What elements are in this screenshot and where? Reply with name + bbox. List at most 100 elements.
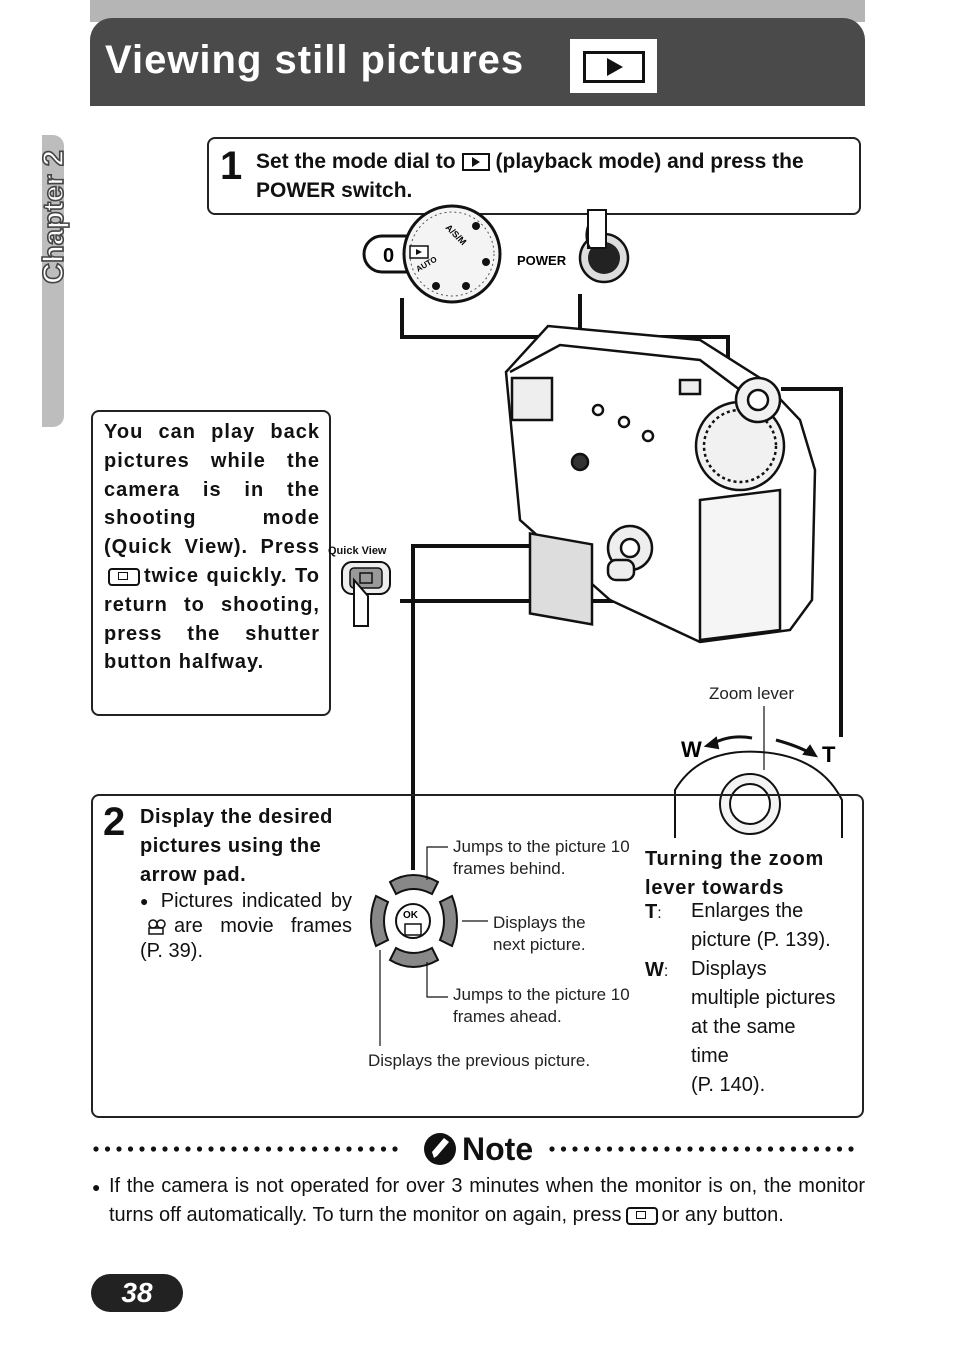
monitor-button-icon <box>625 1206 658 1225</box>
note-dot <box>116 1146 122 1152</box>
arrow-down-label: Jumps to the picture 10 frames ahead. <box>453 985 630 1026</box>
mode-dial-icon: 0 A/S/M AUTO <box>362 204 502 304</box>
note-dot <box>334 1146 341 1152</box>
note-dot <box>323 1146 329 1152</box>
note-text: If the camera is not operated for over 3… <box>109 1172 865 1230</box>
note-dot <box>369 1146 375 1152</box>
zoom-t-letter: T <box>822 742 836 767</box>
arrow-up-label: Jumps to the picture 10 frames behind. <box>453 837 630 878</box>
quick-view-text-a: You can play back pictures while the cam… <box>104 421 320 559</box>
quick-view-press: Press <box>260 536 320 559</box>
note-dot <box>311 1146 318 1152</box>
quick-view-text-b: twice quickly. To return to shooting, pr… <box>104 564 320 674</box>
playback-icon <box>570 39 657 93</box>
note-dot <box>196 1146 203 1152</box>
note-dot <box>150 1146 157 1152</box>
arrow-pad-icon <box>370 874 458 968</box>
note-text-a: If the camera is not operated for over 3… <box>109 1175 865 1226</box>
note-dot <box>618 1146 624 1152</box>
step1-number: 1 <box>220 144 243 188</box>
note-dot <box>380 1146 387 1152</box>
note-dot <box>139 1146 145 1152</box>
note-dot <box>277 1146 283 1152</box>
zoom-w-desc: Displays multiple pictures at the same t… <box>691 955 861 1100</box>
note-dot <box>300 1146 306 1152</box>
step1-instruction: Set the mode dial to(playback mode) and … <box>256 147 856 205</box>
note-dot <box>606 1146 613 1152</box>
note-dot <box>802 1146 808 1152</box>
note-dot <box>265 1146 272 1152</box>
note-dot <box>104 1146 111 1152</box>
pointer-lines <box>379 846 488 1046</box>
note-dot <box>756 1146 762 1152</box>
svg-text:0: 0 <box>383 245 394 267</box>
note-bullet-dot: ● <box>92 1179 101 1195</box>
zoom-w-letter: W <box>681 737 702 762</box>
note-dot <box>572 1146 578 1152</box>
note-dots-left <box>93 1146 398 1152</box>
chapter-tab <box>42 135 64 427</box>
step2-number: 2 <box>103 800 126 844</box>
zoom-t-key-text: T <box>645 901 658 923</box>
note-bullet: ● <box>92 1172 100 1202</box>
note-dot <box>583 1146 590 1152</box>
note-dot <box>721 1146 728 1152</box>
note-dot <box>848 1146 854 1152</box>
note-dot <box>127 1146 134 1152</box>
note-dot <box>813 1146 820 1152</box>
note-dot <box>710 1146 716 1152</box>
zoom-w-desc-line: at the same <box>691 1016 796 1038</box>
header-top-strip <box>90 0 865 22</box>
quick-view-text: You can play back pictures while the cam… <box>104 418 320 677</box>
zoom-w-desc-line: multiple pictures <box>691 987 836 1009</box>
step2-bullet-a: Pictures indicated by <box>160 890 352 912</box>
note-dot <box>733 1146 739 1152</box>
arrow-right-label: Displays the next picture. <box>493 913 586 954</box>
note-dot <box>641 1146 647 1152</box>
playback-mode-icon <box>461 153 490 172</box>
note-dot <box>208 1146 214 1152</box>
zoom-w-desc-line: Displays <box>691 958 767 980</box>
note-dot <box>779 1146 785 1152</box>
monitor-button-icon <box>108 567 140 586</box>
bullet-dot: ● <box>140 893 152 910</box>
zoom-w-desc-line: time <box>691 1045 729 1067</box>
zoom-t-key: T: <box>645 901 662 923</box>
note-dot <box>744 1146 751 1152</box>
step2-bullet: ● Pictures indicated byare movie frames … <box>140 889 352 964</box>
zoom-w-key: W: <box>645 959 669 981</box>
note-dot <box>357 1146 364 1152</box>
movie-icon <box>148 919 166 935</box>
note-text-b: or any button. <box>661 1204 784 1226</box>
arrow-left-label: Displays the previous picture. <box>368 1051 591 1070</box>
note-dot <box>790 1146 797 1152</box>
camera-body <box>504 324 817 644</box>
note-dot <box>162 1146 168 1152</box>
power-label: POWER <box>517 253 567 268</box>
note-dot <box>173 1146 180 1152</box>
step1-text-a: Set the mode dial to <box>256 150 456 173</box>
power-switch-icon <box>578 209 630 284</box>
note-dots-right <box>549 1146 854 1152</box>
page-number-pill <box>91 1274 183 1312</box>
note-dot <box>392 1146 398 1152</box>
note-dot <box>652 1146 659 1152</box>
quick-view-caption: Quick View <box>328 545 387 557</box>
step2-instruction: Display the desired pictures using the a… <box>140 806 333 886</box>
note-dot <box>825 1146 831 1152</box>
note-dot <box>185 1146 191 1152</box>
note-dot <box>767 1146 774 1152</box>
note-dot <box>595 1146 601 1152</box>
note-dot <box>93 1146 99 1152</box>
quick-view-box <box>91 410 331 716</box>
note-label: Note <box>462 1131 534 1167</box>
note-dot <box>242 1146 249 1152</box>
note-dot <box>687 1146 693 1152</box>
quick-view-button-icon <box>341 561 391 627</box>
zoom-w-desc-line: (P. 140). <box>691 1074 766 1096</box>
zoom-w-key-text: W <box>645 959 664 981</box>
note-dot <box>560 1146 567 1152</box>
zoom-t-desc: Enlarges the picture (P. 139). <box>691 900 831 951</box>
title-bar <box>90 18 865 106</box>
